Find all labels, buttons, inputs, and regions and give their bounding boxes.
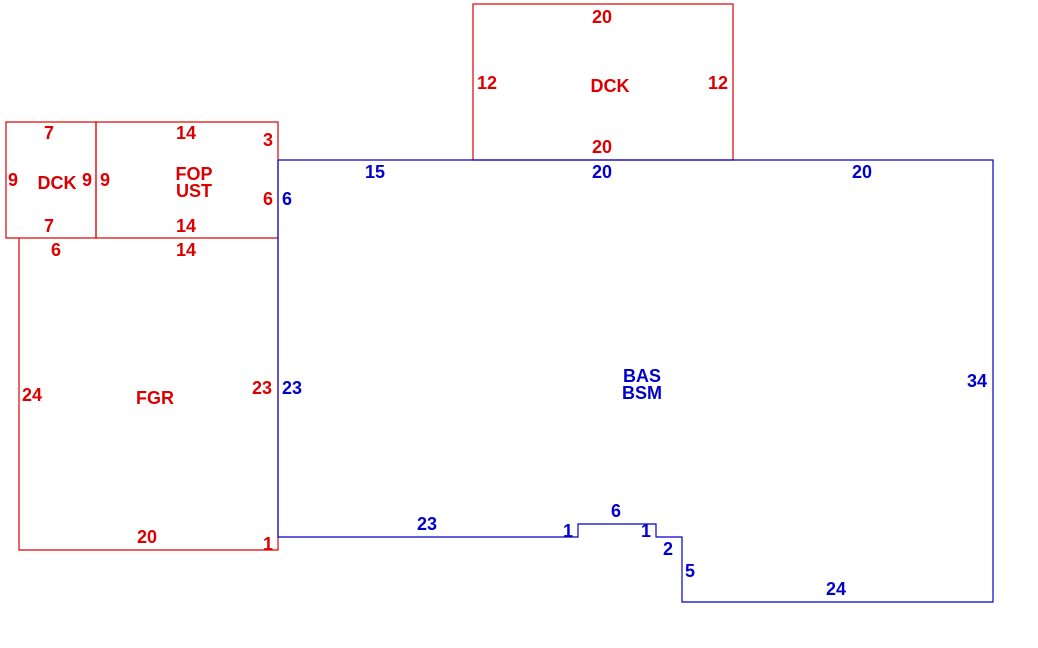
dim-label: 14 [176, 240, 196, 260]
dim-label: 23 [252, 378, 272, 398]
house-area [277, 159, 994, 603]
porch-label-1: FOP [175, 164, 212, 184]
dim-label: 20 [592, 162, 612, 182]
dim-label: 24 [22, 385, 42, 405]
dim-label: 20 [592, 137, 612, 157]
dim-label: 9 [8, 170, 18, 190]
dim-label: 14 [176, 216, 196, 236]
dim-label: 1 [563, 521, 573, 541]
garage-label: FGR [136, 388, 174, 408]
dim-label: 9 [100, 170, 110, 190]
dim-label: 5 [685, 561, 695, 581]
dim-label: 20 [137, 527, 157, 547]
dim-label: 20 [852, 162, 872, 182]
dim-label: 23 [417, 514, 437, 534]
porch-label-2: UST [176, 181, 212, 201]
deck-top-label: DCK [591, 76, 630, 96]
dim-label: 9 [82, 170, 92, 190]
dim-label: 7 [44, 123, 54, 143]
dim-label: 6 [611, 501, 621, 521]
dim-label: 15 [365, 162, 385, 182]
dim-label: 6 [51, 240, 61, 260]
house-label-1: BAS [623, 366, 661, 386]
dim-label: 3 [263, 130, 273, 150]
dim-label: 12 [708, 73, 728, 93]
dim-label: 1 [263, 534, 273, 554]
house-outline [277, 159, 994, 603]
dim-label: 6 [282, 189, 292, 209]
house-label-2: BSM [622, 383, 662, 403]
dim-label: 2 [663, 539, 673, 559]
dim-label: 24 [826, 579, 846, 599]
dim-label: 23 [282, 378, 302, 398]
deck-left-label: DCK [38, 173, 77, 193]
dim-label: 14 [176, 123, 196, 143]
dim-label: 20 [592, 7, 612, 27]
dim-label: 1 [641, 521, 651, 541]
dim-label: 6 [263, 189, 273, 209]
dim-label: 7 [44, 216, 54, 236]
dim-label: 34 [967, 371, 987, 391]
dim-label: 12 [477, 73, 497, 93]
